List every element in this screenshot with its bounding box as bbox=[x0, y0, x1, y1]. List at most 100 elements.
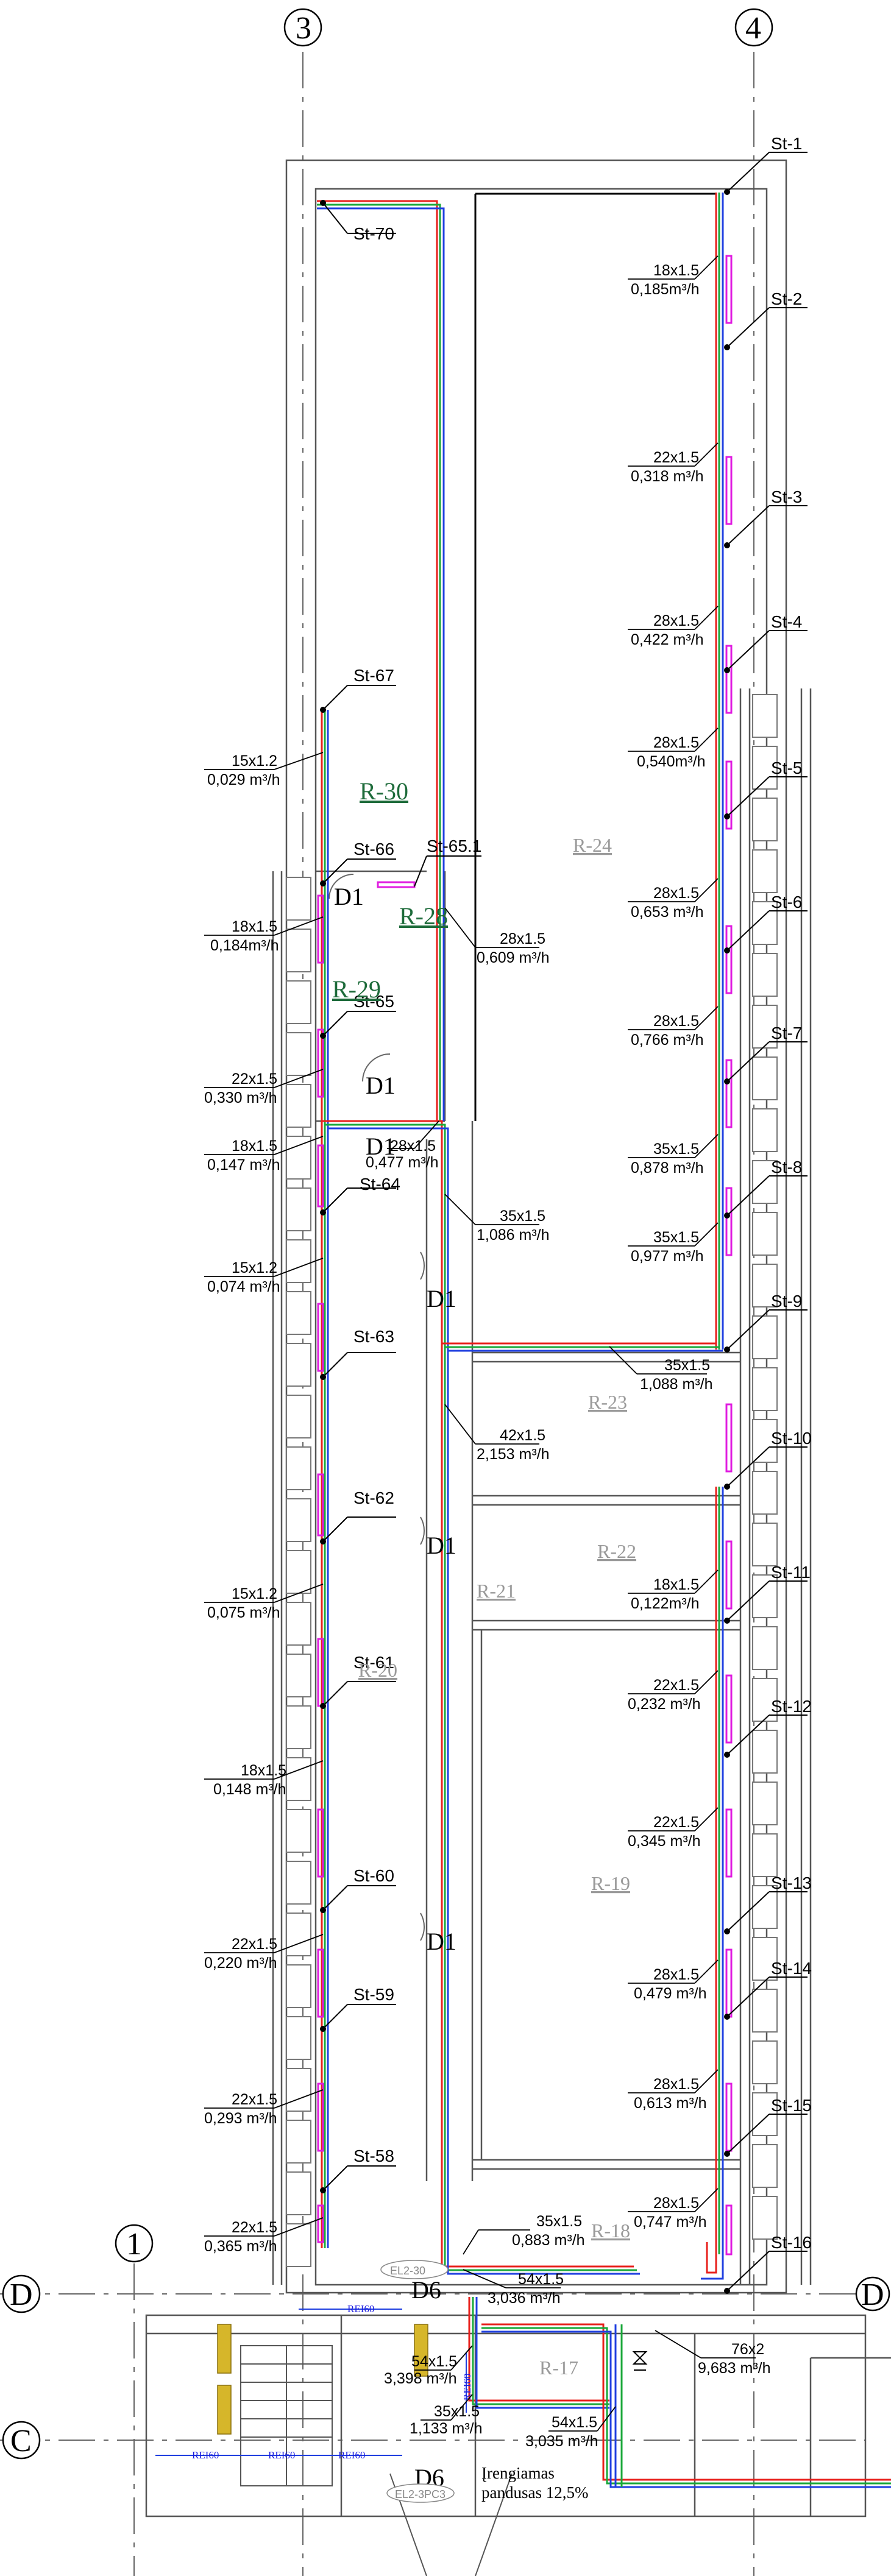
pipe-size: 22x1.5 bbox=[653, 1814, 699, 1831]
riser-leaders bbox=[320, 152, 808, 2294]
pipe-flow: 0,609 m³/h bbox=[477, 949, 550, 966]
riser-label: St-6 bbox=[771, 893, 802, 911]
pipe-size: 28x1.5 bbox=[653, 1966, 699, 1983]
radiators-left bbox=[317, 881, 416, 2243]
room-label-r21: R-21 bbox=[477, 1580, 516, 1602]
axis-3-label: 3 bbox=[296, 11, 311, 46]
radiators-right bbox=[725, 255, 733, 2256]
pipe-size: 35x1.5 bbox=[434, 2403, 480, 2420]
riser-label: St-5 bbox=[771, 759, 802, 777]
pipe-flow: 0,365 m³/h bbox=[204, 2238, 277, 2255]
riser-label: St-4 bbox=[771, 612, 802, 631]
pipe-size: 15x1.2 bbox=[232, 752, 277, 770]
pipe-run-lower bbox=[468, 2297, 891, 2488]
pipe-size: 22x1.5 bbox=[232, 1936, 277, 1953]
pipe-size: 54x1.5 bbox=[518, 2271, 564, 2288]
pipe-size: 22x1.5 bbox=[232, 2219, 277, 2236]
pipe-flow: 0,232 m³/h bbox=[628, 1696, 701, 1713]
riser-label: St-15 bbox=[771, 2096, 812, 2115]
pipe-flow: 0,184m³/h bbox=[210, 937, 279, 954]
pipe-size: 42x1.5 bbox=[500, 1427, 545, 1444]
pipe-size: 18x1.5 bbox=[232, 918, 277, 935]
pipe-flow: 0,422 m³/h bbox=[631, 631, 704, 648]
door-label: D1 bbox=[427, 1285, 456, 1312]
black-walls bbox=[474, 193, 716, 1121]
pipe-flow: 0,653 m³/h bbox=[631, 904, 704, 921]
stair bbox=[240, 2345, 333, 2486]
pipe-size: 28x1.5 bbox=[653, 612, 699, 629]
pipe-flow: 0,766 m³/h bbox=[631, 1031, 704, 1049]
left-windows bbox=[286, 877, 311, 2267]
room-label-r18: R-18 bbox=[591, 2220, 630, 2242]
pipe-flow: 0,293 m³/h bbox=[204, 2110, 277, 2127]
elevation-tag: EL2-3PC3 bbox=[395, 2488, 446, 2500]
riser-label: St-9 bbox=[771, 1292, 802, 1311]
riser-label: St-65.1 bbox=[427, 837, 481, 855]
fire-rating-label-3: REI60 bbox=[268, 2449, 295, 2461]
riser-label: St-1 bbox=[771, 134, 802, 153]
axis-4-label: 4 bbox=[745, 11, 761, 46]
pipe-size: 35x1.5 bbox=[653, 1141, 699, 1158]
pipe-flow: 0,029 m³/h bbox=[207, 771, 280, 788]
pipe-size: 28x1.5 bbox=[390, 1138, 436, 1155]
riser-label: St-59 bbox=[353, 1985, 394, 2004]
room-label-r22: R-22 bbox=[597, 1540, 636, 1562]
pipe-run-left bbox=[317, 200, 445, 2248]
room-label-r20: R-20 bbox=[358, 1659, 397, 1681]
pipe-flow: 0,613 m³/h bbox=[634, 2095, 707, 2112]
pipe-flow: 0,477 m³/h bbox=[366, 1154, 439, 1171]
pipe-flow: 0,220 m³/h bbox=[204, 1955, 277, 1972]
valve-icon bbox=[632, 2351, 648, 2371]
pipe-flow: 0,540m³/h bbox=[637, 753, 706, 770]
riser-label: St-65 bbox=[353, 992, 394, 1011]
riser-label: St-70 bbox=[353, 224, 394, 243]
fire-rating-label-4: REI60 bbox=[338, 2449, 365, 2461]
ramp-note-line1: Įrengiamas bbox=[481, 2464, 555, 2482]
pipe-size: 22x1.5 bbox=[653, 1677, 699, 1694]
pipe-size: 15x1.2 bbox=[232, 1259, 277, 1276]
axis-1-label: 1 bbox=[126, 2227, 142, 2262]
pipe-flow: 0,878 m³/h bbox=[631, 1159, 704, 1177]
pipe-flow: 0,318 m³/h bbox=[631, 468, 704, 485]
pipe-flow: 2,153 m³/h bbox=[477, 1446, 550, 1463]
door-swings bbox=[328, 874, 425, 1941]
fire-rating-label-1: REI60 bbox=[347, 2303, 374, 2315]
door-label: D1 bbox=[427, 1532, 456, 1559]
room-label-r29: R-29 bbox=[332, 975, 381, 1003]
axis-d-label-right: D bbox=[861, 2277, 884, 2312]
axis-d-label-left: D bbox=[10, 2277, 33, 2312]
door-label: D1 bbox=[366, 1133, 396, 1160]
elevation-tag: EL2-30 bbox=[390, 2265, 425, 2277]
riser-label: St-12 bbox=[771, 1697, 812, 1716]
pipe-size: 28x1.5 bbox=[653, 1013, 699, 1030]
room-label-r30: R-30 bbox=[360, 777, 408, 805]
riser-label: St-16 bbox=[771, 2233, 812, 2252]
axis-lines bbox=[0, 52, 865, 2576]
pipe-size: 22x1.5 bbox=[232, 1070, 277, 1088]
pipe-flow: 3,035 m³/h bbox=[525, 2433, 598, 2450]
pipe-size: 28x1.5 bbox=[653, 885, 699, 902]
pipe-size: 22x1.5 bbox=[653, 449, 699, 466]
pipe-size: 18x1.5 bbox=[653, 1576, 699, 1593]
pipe-flow: 0,075 m³/h bbox=[207, 1604, 280, 1621]
pipe-flow: 1,133 m³/h bbox=[410, 2420, 483, 2437]
riser-label: St-60 bbox=[353, 1866, 394, 1885]
riser-label: St-10 bbox=[771, 1429, 812, 1448]
pipe-flow: 0,977 m³/h bbox=[631, 1248, 704, 1265]
pipe-flow: 0,330 m³/h bbox=[204, 1089, 277, 1106]
room-label-r23: R-23 bbox=[588, 1391, 627, 1413]
riser-label: St-61 bbox=[353, 1653, 394, 1672]
pipe-run-right bbox=[715, 193, 724, 2254]
elevation-tags: EL2-30 EL2-3PC3 bbox=[380, 2260, 455, 2503]
door-label: D1 bbox=[427, 1928, 456, 1955]
riser-label: St-62 bbox=[353, 1488, 394, 1507]
door-labels: D1 D1 D1 D1 D1 D1 D6 D6 bbox=[334, 883, 456, 2491]
pipe-flow: 0,747 m³/h bbox=[634, 2213, 707, 2231]
riser-label: St-3 bbox=[771, 487, 802, 506]
pipe-run-corridor bbox=[322, 1120, 724, 2280]
pipe-flow: 1,086 m³/h bbox=[477, 1226, 550, 1244]
pipe-size: 22x1.5 bbox=[232, 2091, 277, 2108]
pipe-flow: 0,185m³/h bbox=[631, 281, 700, 298]
pipe-leaders bbox=[204, 255, 756, 2432]
